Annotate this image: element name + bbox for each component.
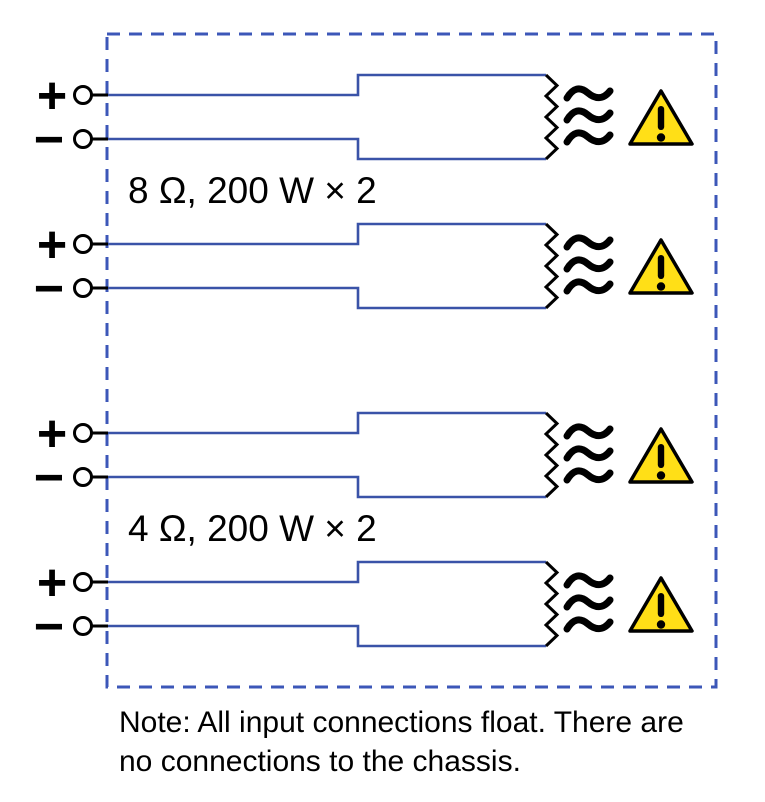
heat-waves-icon xyxy=(563,572,614,633)
resistor-element xyxy=(543,411,560,499)
warning-triangle-icon xyxy=(628,238,694,295)
minus-terminal xyxy=(73,129,93,149)
load-circuit-2: + − xyxy=(34,216,694,318)
note-line-2: no connections to the chassis. xyxy=(119,745,521,778)
note-text: Note: All input connections float. There… xyxy=(119,703,684,781)
plus-terminal xyxy=(73,423,93,443)
plus-terminal-label: + xyxy=(37,405,67,463)
wire-path xyxy=(107,560,546,648)
warning-triangle-icon xyxy=(628,427,694,484)
wire-path xyxy=(107,73,546,161)
load-group-label-4ohm: 4 Ω, 200 W × 2 xyxy=(128,508,377,549)
heat-waves-icon xyxy=(563,234,614,295)
warning-triangle-icon xyxy=(628,576,694,633)
minus-terminal-label: − xyxy=(34,449,64,507)
warning-triangle-icon xyxy=(628,89,694,146)
note-line-1: Note: All input connections float. There… xyxy=(119,706,684,739)
resistor-element xyxy=(543,73,560,161)
minus-terminal xyxy=(73,616,93,636)
plus-terminal-label: + xyxy=(37,216,67,274)
minus-terminal xyxy=(73,467,93,487)
load-group-label-8ohm: 8 Ω, 200 W × 2 xyxy=(128,170,377,211)
minus-terminal xyxy=(73,278,93,298)
resistor-element xyxy=(543,560,560,648)
resistor-element xyxy=(543,222,560,310)
load-circuit-1: + − xyxy=(34,67,694,169)
heat-waves-icon xyxy=(563,85,614,146)
heat-waves-icon xyxy=(563,423,614,484)
chassis-boundary-dashed-box xyxy=(105,32,718,689)
plus-terminal xyxy=(73,572,93,592)
load-circuit-3: + − xyxy=(34,405,694,507)
minus-terminal-label: − xyxy=(34,260,64,318)
plus-terminal-label: + xyxy=(37,554,67,612)
load-circuit-4: + − xyxy=(34,554,694,656)
plus-terminal-label: + xyxy=(37,67,67,125)
plus-terminal xyxy=(73,85,93,105)
wire-path xyxy=(107,411,546,499)
wire-path xyxy=(107,222,546,310)
minus-terminal-label: − xyxy=(34,598,64,656)
plus-terminal xyxy=(73,234,93,254)
minus-terminal-label: − xyxy=(34,111,64,169)
